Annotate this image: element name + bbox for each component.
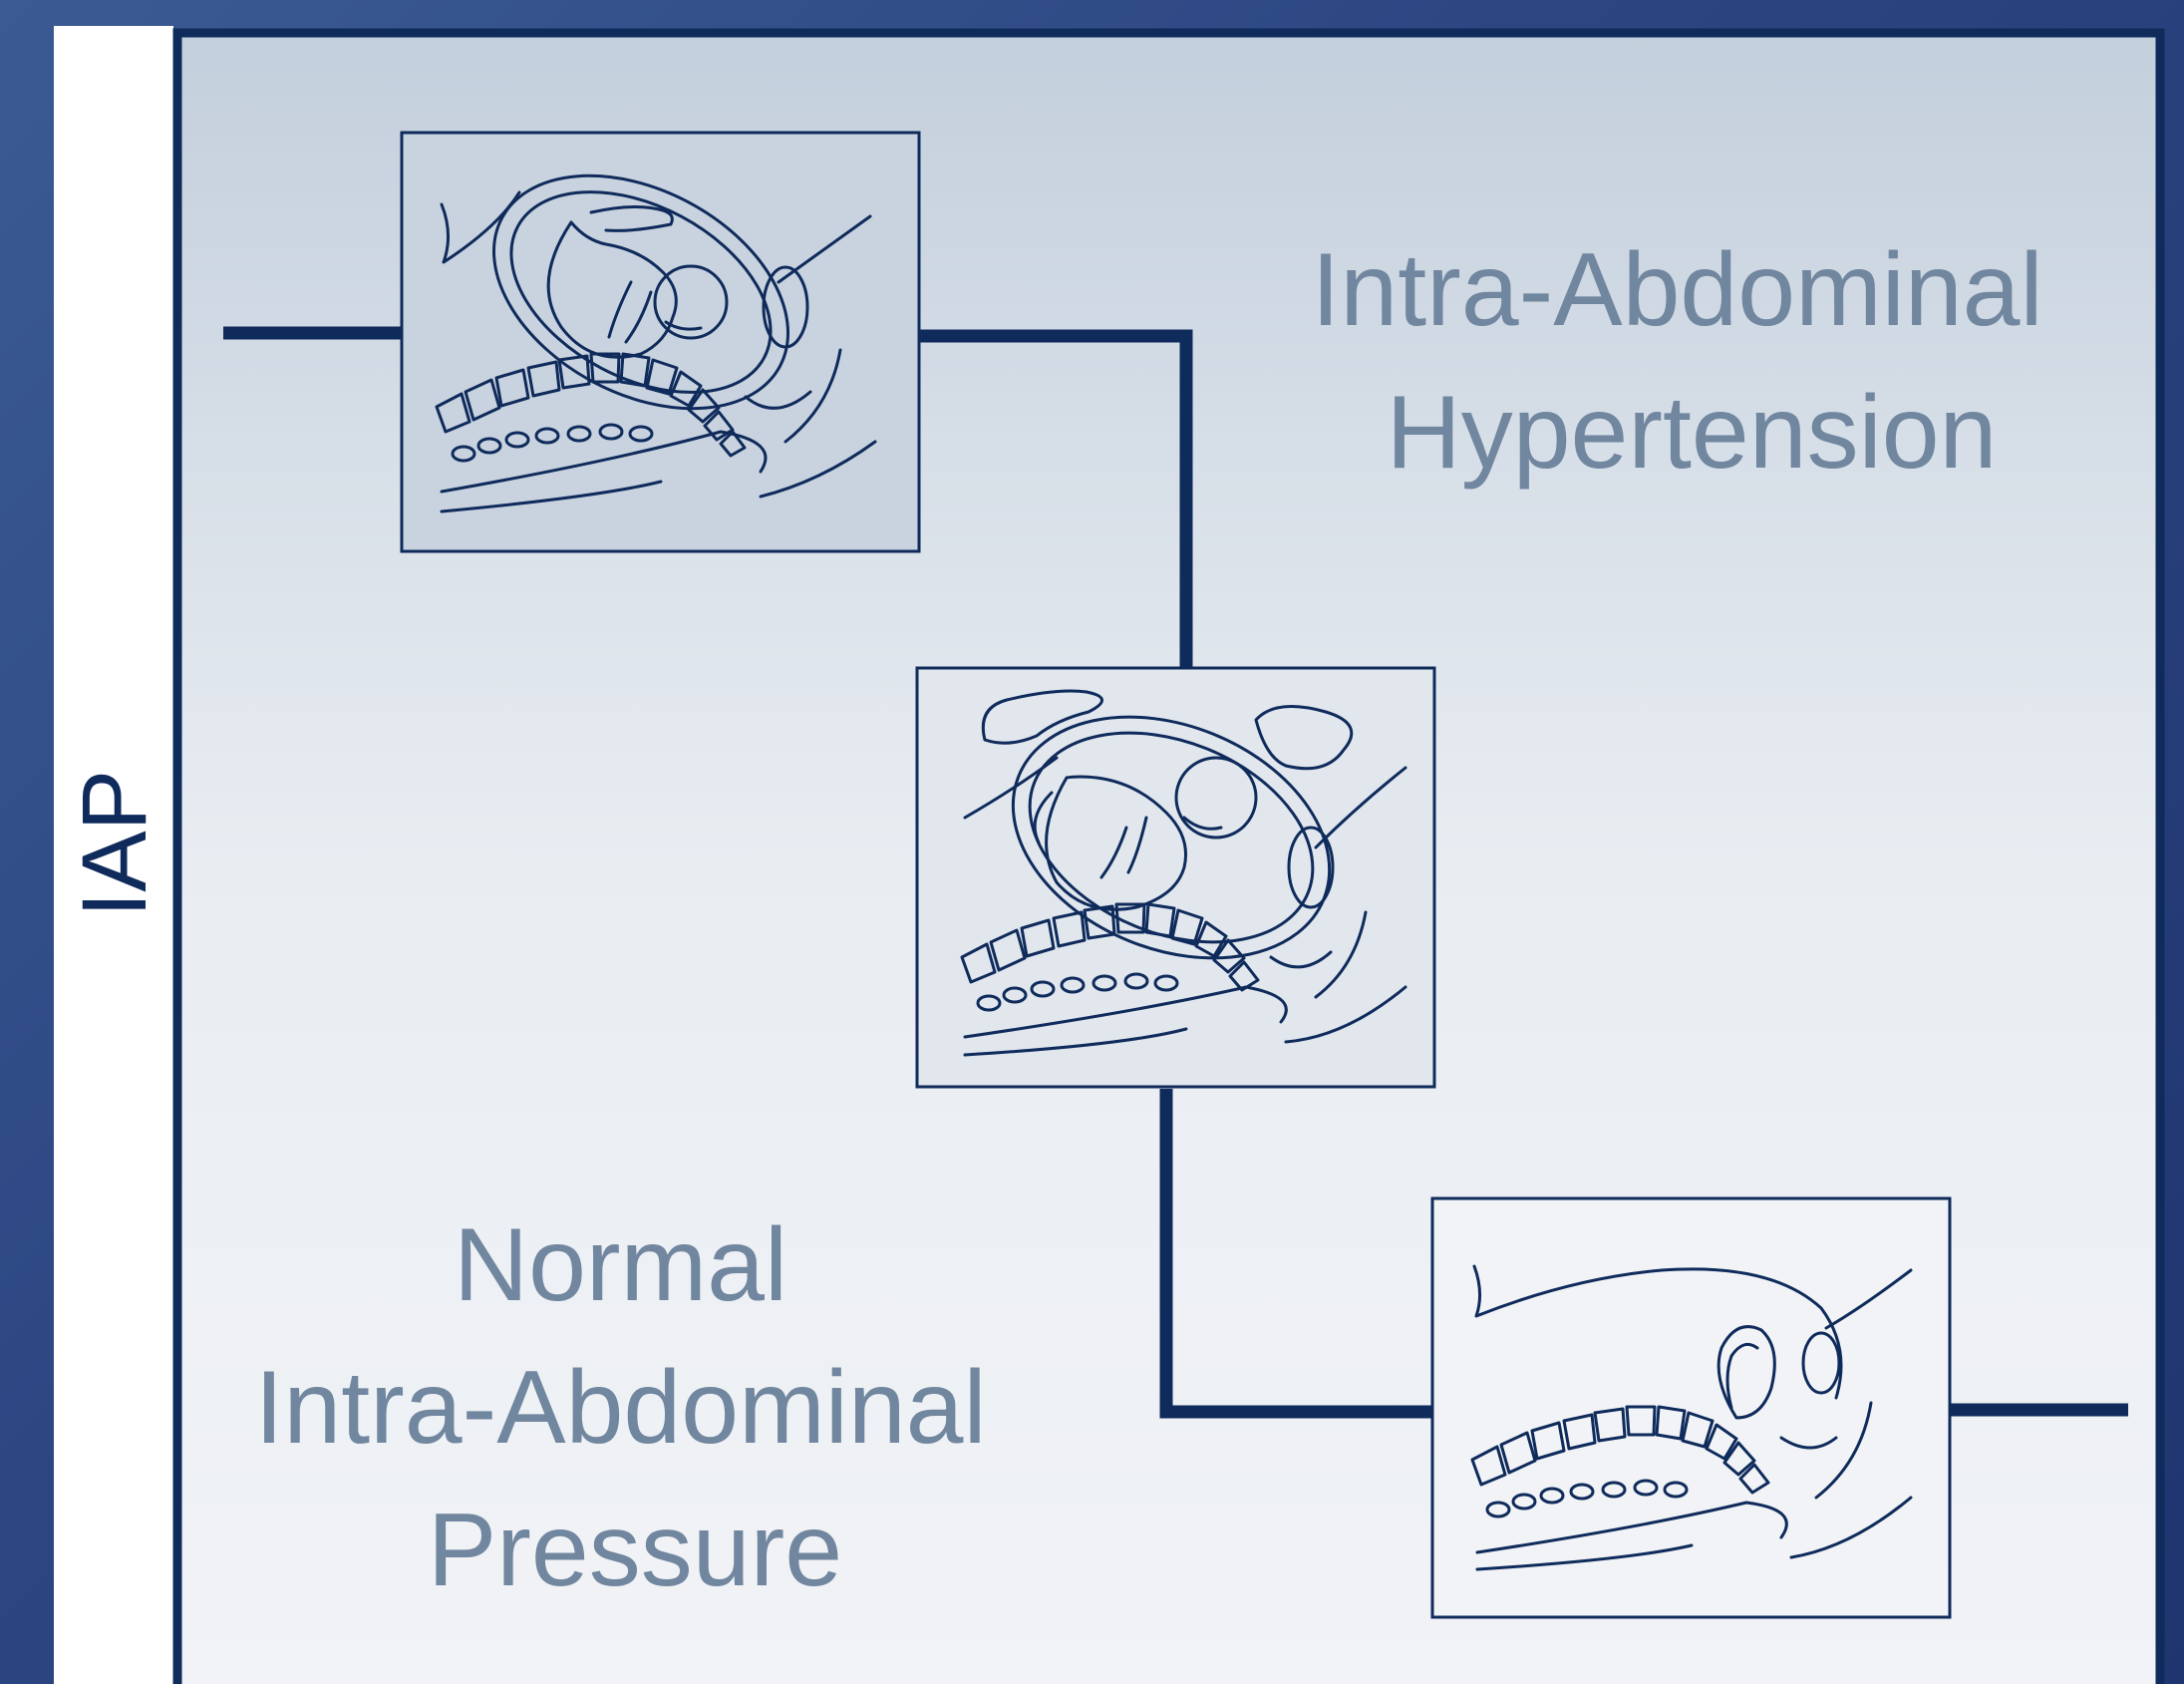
hypertension-label-line-2: Hypertension [1387, 375, 1998, 491]
hypertension-label-line-1: Intra-Abdominal [1311, 232, 2042, 348]
normal-pressure-label-line-2: Intra-Abdominal [254, 1350, 986, 1466]
normal-pressure-label-line-3: Pressure [428, 1493, 842, 1608]
late-pregnancy-illustration [402, 129, 919, 551]
non-pregnant-illustration [1432, 1198, 1950, 1617]
normal-pressure-label-line-1: Normal [454, 1207, 787, 1323]
labor-compression-illustration [917, 668, 1434, 1087]
y-axis-label: IAP [64, 770, 165, 917]
